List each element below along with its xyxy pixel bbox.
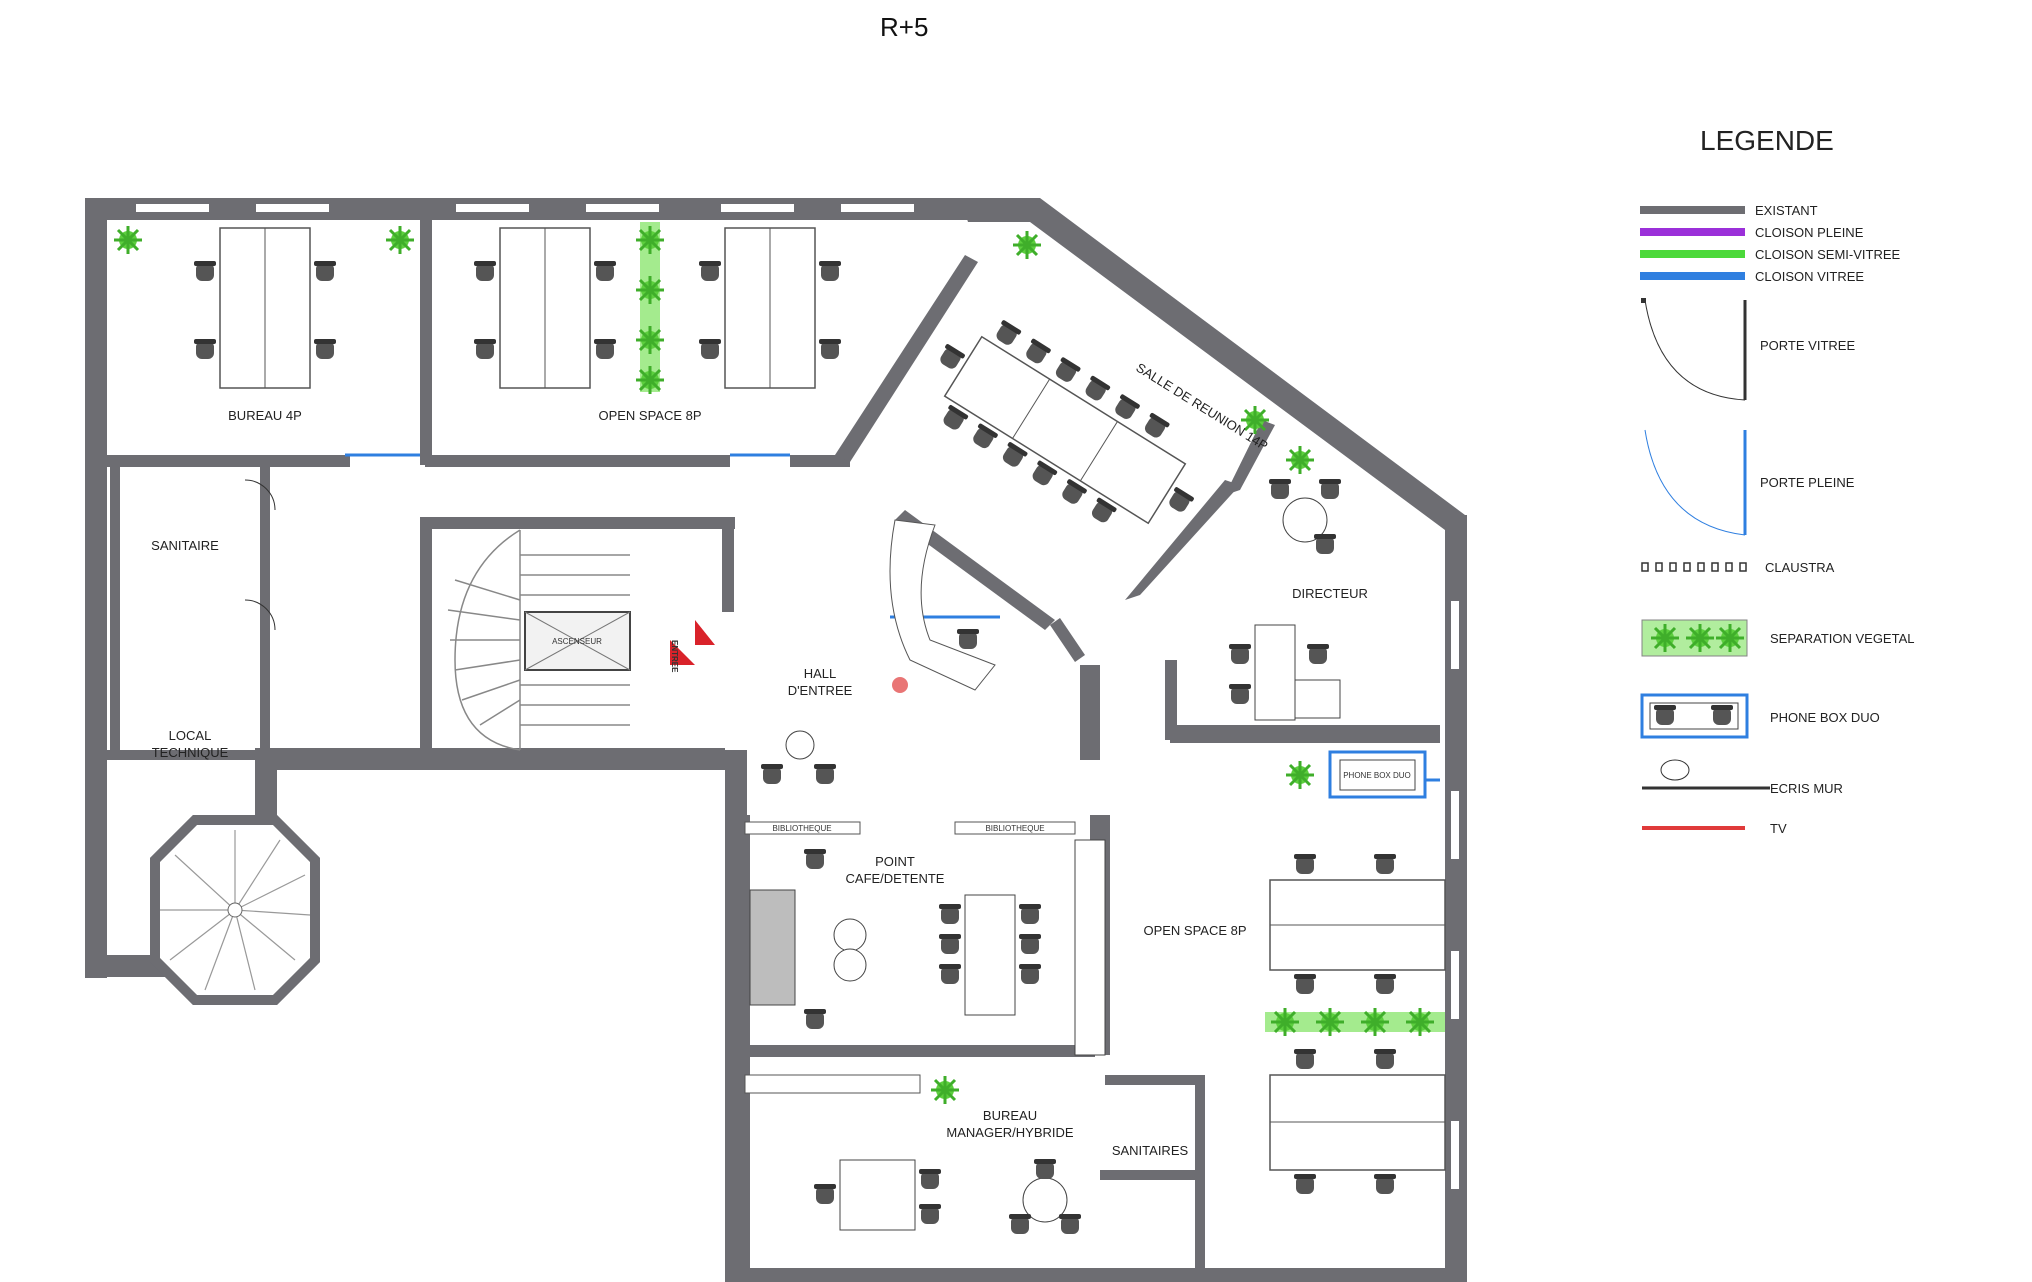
legend-icon-ecris-mur <box>1642 759 1770 790</box>
main-staircase <box>447 529 630 751</box>
svg-text:CLAUSTRA: CLAUSTRA <box>1765 560 1835 575</box>
legend-icon-phone-box <box>1640 693 1749 739</box>
open-space-right: OPEN SPACE 8P <box>1143 854 1446 1194</box>
sanitaire-room: SANITAIRE <box>151 479 276 631</box>
open-space-top: OPEN SPACE 8P <box>474 222 841 423</box>
legend-icon-porte-pleine <box>1644 429 1747 536</box>
bureau-4p: BUREAU 4P <box>112 224 416 423</box>
svg-text:SEPARATION VEGETAL: SEPARATION VEGETAL <box>1770 631 1914 646</box>
svg-text:HALL: HALL <box>804 666 837 681</box>
cafe-area: BIBLIOTHEQUE BIBLIOTHEQUE POINT CAFE/DET… <box>744 821 1106 1056</box>
svg-text:CLOISON PLEINE: CLOISON PLEINE <box>1755 225 1864 240</box>
svg-text:SANITAIRES: SANITAIRES <box>1112 1143 1189 1158</box>
svg-text:PORTE PLEINE: PORTE PLEINE <box>1760 475 1855 490</box>
svg-text:TV: TV <box>1770 821 1787 836</box>
svg-text:PHONE BOX DUO: PHONE BOX DUO <box>1770 710 1880 725</box>
entrance-marker: ENTREE <box>670 620 715 673</box>
legend-title: LEGENDE <box>1700 125 1834 156</box>
legend-icon-separation-vegetal <box>1641 619 1748 657</box>
svg-text:ASCENSEUR: ASCENSEUR <box>552 637 602 646</box>
windows <box>134 202 1461 1191</box>
svg-text:DIRECTEUR: DIRECTEUR <box>1292 586 1368 601</box>
svg-text:CLOISON SEMI-VITREE: CLOISON SEMI-VITREE <box>1755 247 1901 262</box>
hall-entree: HALL D'ENTREE <box>761 519 996 784</box>
legend: LEGENDE EXISTANT CLOISON PLEINE CLOISON … <box>1640 125 1914 836</box>
svg-text:BIBLIOTHEQUE: BIBLIOTHEQUE <box>985 824 1044 833</box>
bureau-manager: BUREAU MANAGER/HYBRIDE SANITAIRES <box>744 1074 1189 1234</box>
svg-text:CAFE/DETENTE: CAFE/DETENTE <box>846 871 945 886</box>
svg-text:MANAGER/HYBRIDE: MANAGER/HYBRIDE <box>946 1125 1073 1140</box>
svg-text:POINT: POINT <box>875 854 915 869</box>
floor-title: R+5 <box>880 12 929 42</box>
svg-text:CLOISON VITREE: CLOISON VITREE <box>1755 269 1864 284</box>
svg-text:PORTE VITREE: PORTE VITREE <box>1760 338 1855 353</box>
phone-box: PHONE BOX DUO <box>1284 750 1427 799</box>
svg-text:LOCAL: LOCAL <box>169 728 212 743</box>
legend-icon-claustra <box>1641 562 1747 572</box>
svg-text:PHONE BOX DUO: PHONE BOX DUO <box>1343 771 1411 780</box>
svg-text:TECHNIQUE: TECHNIQUE <box>152 745 229 760</box>
room-label-bureau-4p: BUREAU 4P <box>228 408 302 423</box>
svg-text:EXISTANT: EXISTANT <box>1755 203 1818 218</box>
directeur-office: DIRECTEUR <box>1229 444 1368 721</box>
svg-text:SANITAIRE: SANITAIRE <box>151 538 219 553</box>
svg-text:OPEN SPACE 8P: OPEN SPACE 8P <box>1143 923 1246 938</box>
svg-text:BIBLIOTHEQUE: BIBLIOTHEQUE <box>772 824 831 833</box>
svg-text:D'ENTREE: D'ENTREE <box>788 683 853 698</box>
svg-text:ENTREE: ENTREE <box>670 640 679 673</box>
spiral-staircase <box>150 815 320 1005</box>
meeting-room-walls <box>835 255 1275 662</box>
legend-icon-porte-vitree <box>1641 298 1747 401</box>
svg-text:BUREAU: BUREAU <box>983 1108 1037 1123</box>
svg-text:ECRIS MUR: ECRIS MUR <box>1770 781 1843 796</box>
room-label-open-space-top: OPEN SPACE 8P <box>598 408 701 423</box>
local-technique: LOCAL TECHNIQUE <box>152 728 229 760</box>
elevator: ASCENSEUR <box>524 611 631 671</box>
